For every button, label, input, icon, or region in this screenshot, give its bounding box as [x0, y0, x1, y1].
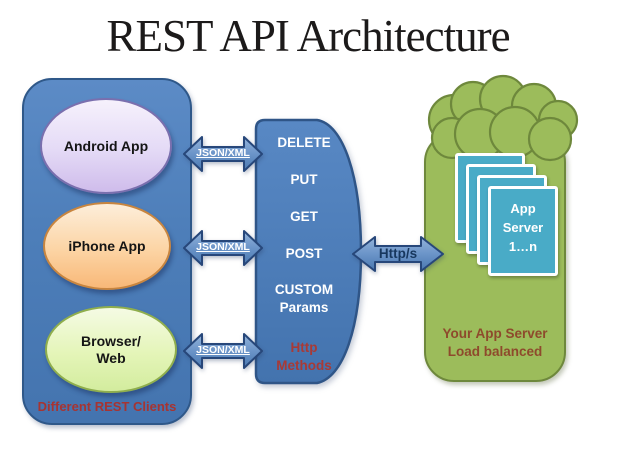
- client-browser-label: Browser/ Web: [81, 332, 141, 366]
- app-server-stack-label: App Server 1…n: [502, 201, 544, 254]
- json-xml-arrow-iphone-icon: [183, 230, 263, 266]
- https-label: Http/s: [378, 246, 418, 261]
- json-xml-label-android: JSON/XML: [196, 147, 250, 159]
- client-android-label: Android App: [63, 137, 149, 154]
- page-title: REST API Architecture: [106, 11, 510, 61]
- json-xml-arrow-browser-icon: [183, 333, 263, 369]
- client-iphone-ellipse: iPhone App: [43, 202, 171, 290]
- server-panel-caption: Your App Server Load balanced: [442, 326, 548, 359]
- http-methods-shape: [254, 118, 363, 385]
- clients-panel-caption: Different REST Clients: [37, 399, 177, 414]
- client-browser-ellipse: Browser/ Web: [45, 306, 177, 393]
- methods-shape-caption: Http Methods: [276, 340, 332, 373]
- method-delete: DELETE: [277, 135, 331, 150]
- method-post: POST: [285, 246, 323, 261]
- json-xml-label-iphone: JSON/XML: [196, 241, 250, 253]
- client-android-ellipse: Android App: [40, 98, 172, 194]
- method-custom-params: CUSTOM Params: [274, 282, 334, 315]
- method-put: PUT: [290, 172, 318, 187]
- methods-shape-path: [254, 118, 363, 385]
- app-server-card-front: [488, 186, 558, 276]
- client-iphone-label: iPhone App: [68, 237, 146, 254]
- method-get: GET: [290, 209, 318, 224]
- json-xml-label-browser: JSON/XML: [196, 344, 250, 356]
- json-xml-arrow-android-icon: [183, 136, 263, 172]
- https-arrow-icon: [352, 236, 444, 272]
- cloud-icon: [427, 74, 579, 162]
